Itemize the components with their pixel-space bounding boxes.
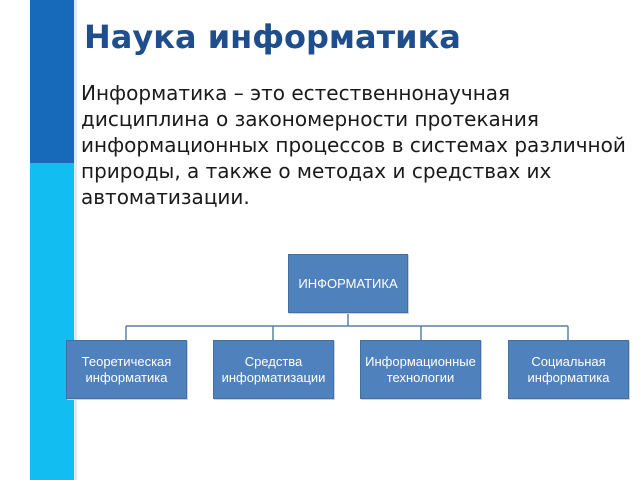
- diagram-root-node: ИНФОРМАТИКА: [288, 254, 408, 313]
- diagram-node-information-technologies: Информационные технологии: [360, 340, 481, 399]
- diagram-node-label: Средства информатизации: [221, 353, 326, 385]
- diagram-node-social-informatics: Социальная информатика: [508, 340, 629, 399]
- side-accent-band-top: [30, 0, 74, 163]
- side-accent-line: [74, 0, 77, 480]
- diagram-node-label: Теоретическая информатика: [81, 353, 172, 385]
- diagram-node-theoretical-informatics: Теоретическая информатика: [66, 340, 187, 399]
- diagram-node-label: Социальная информатика: [527, 353, 610, 385]
- definition-text: Информатика – это естественнонаучная дис…: [81, 81, 626, 209]
- diagram-node-informatization-tools: Средства информатизации: [213, 340, 334, 399]
- diagram-node-label: Информационные технологии: [365, 353, 476, 385]
- slide-title: Наука информатика: [84, 18, 461, 56]
- diagram-root-label: ИНФОРМАТИКА: [298, 275, 398, 291]
